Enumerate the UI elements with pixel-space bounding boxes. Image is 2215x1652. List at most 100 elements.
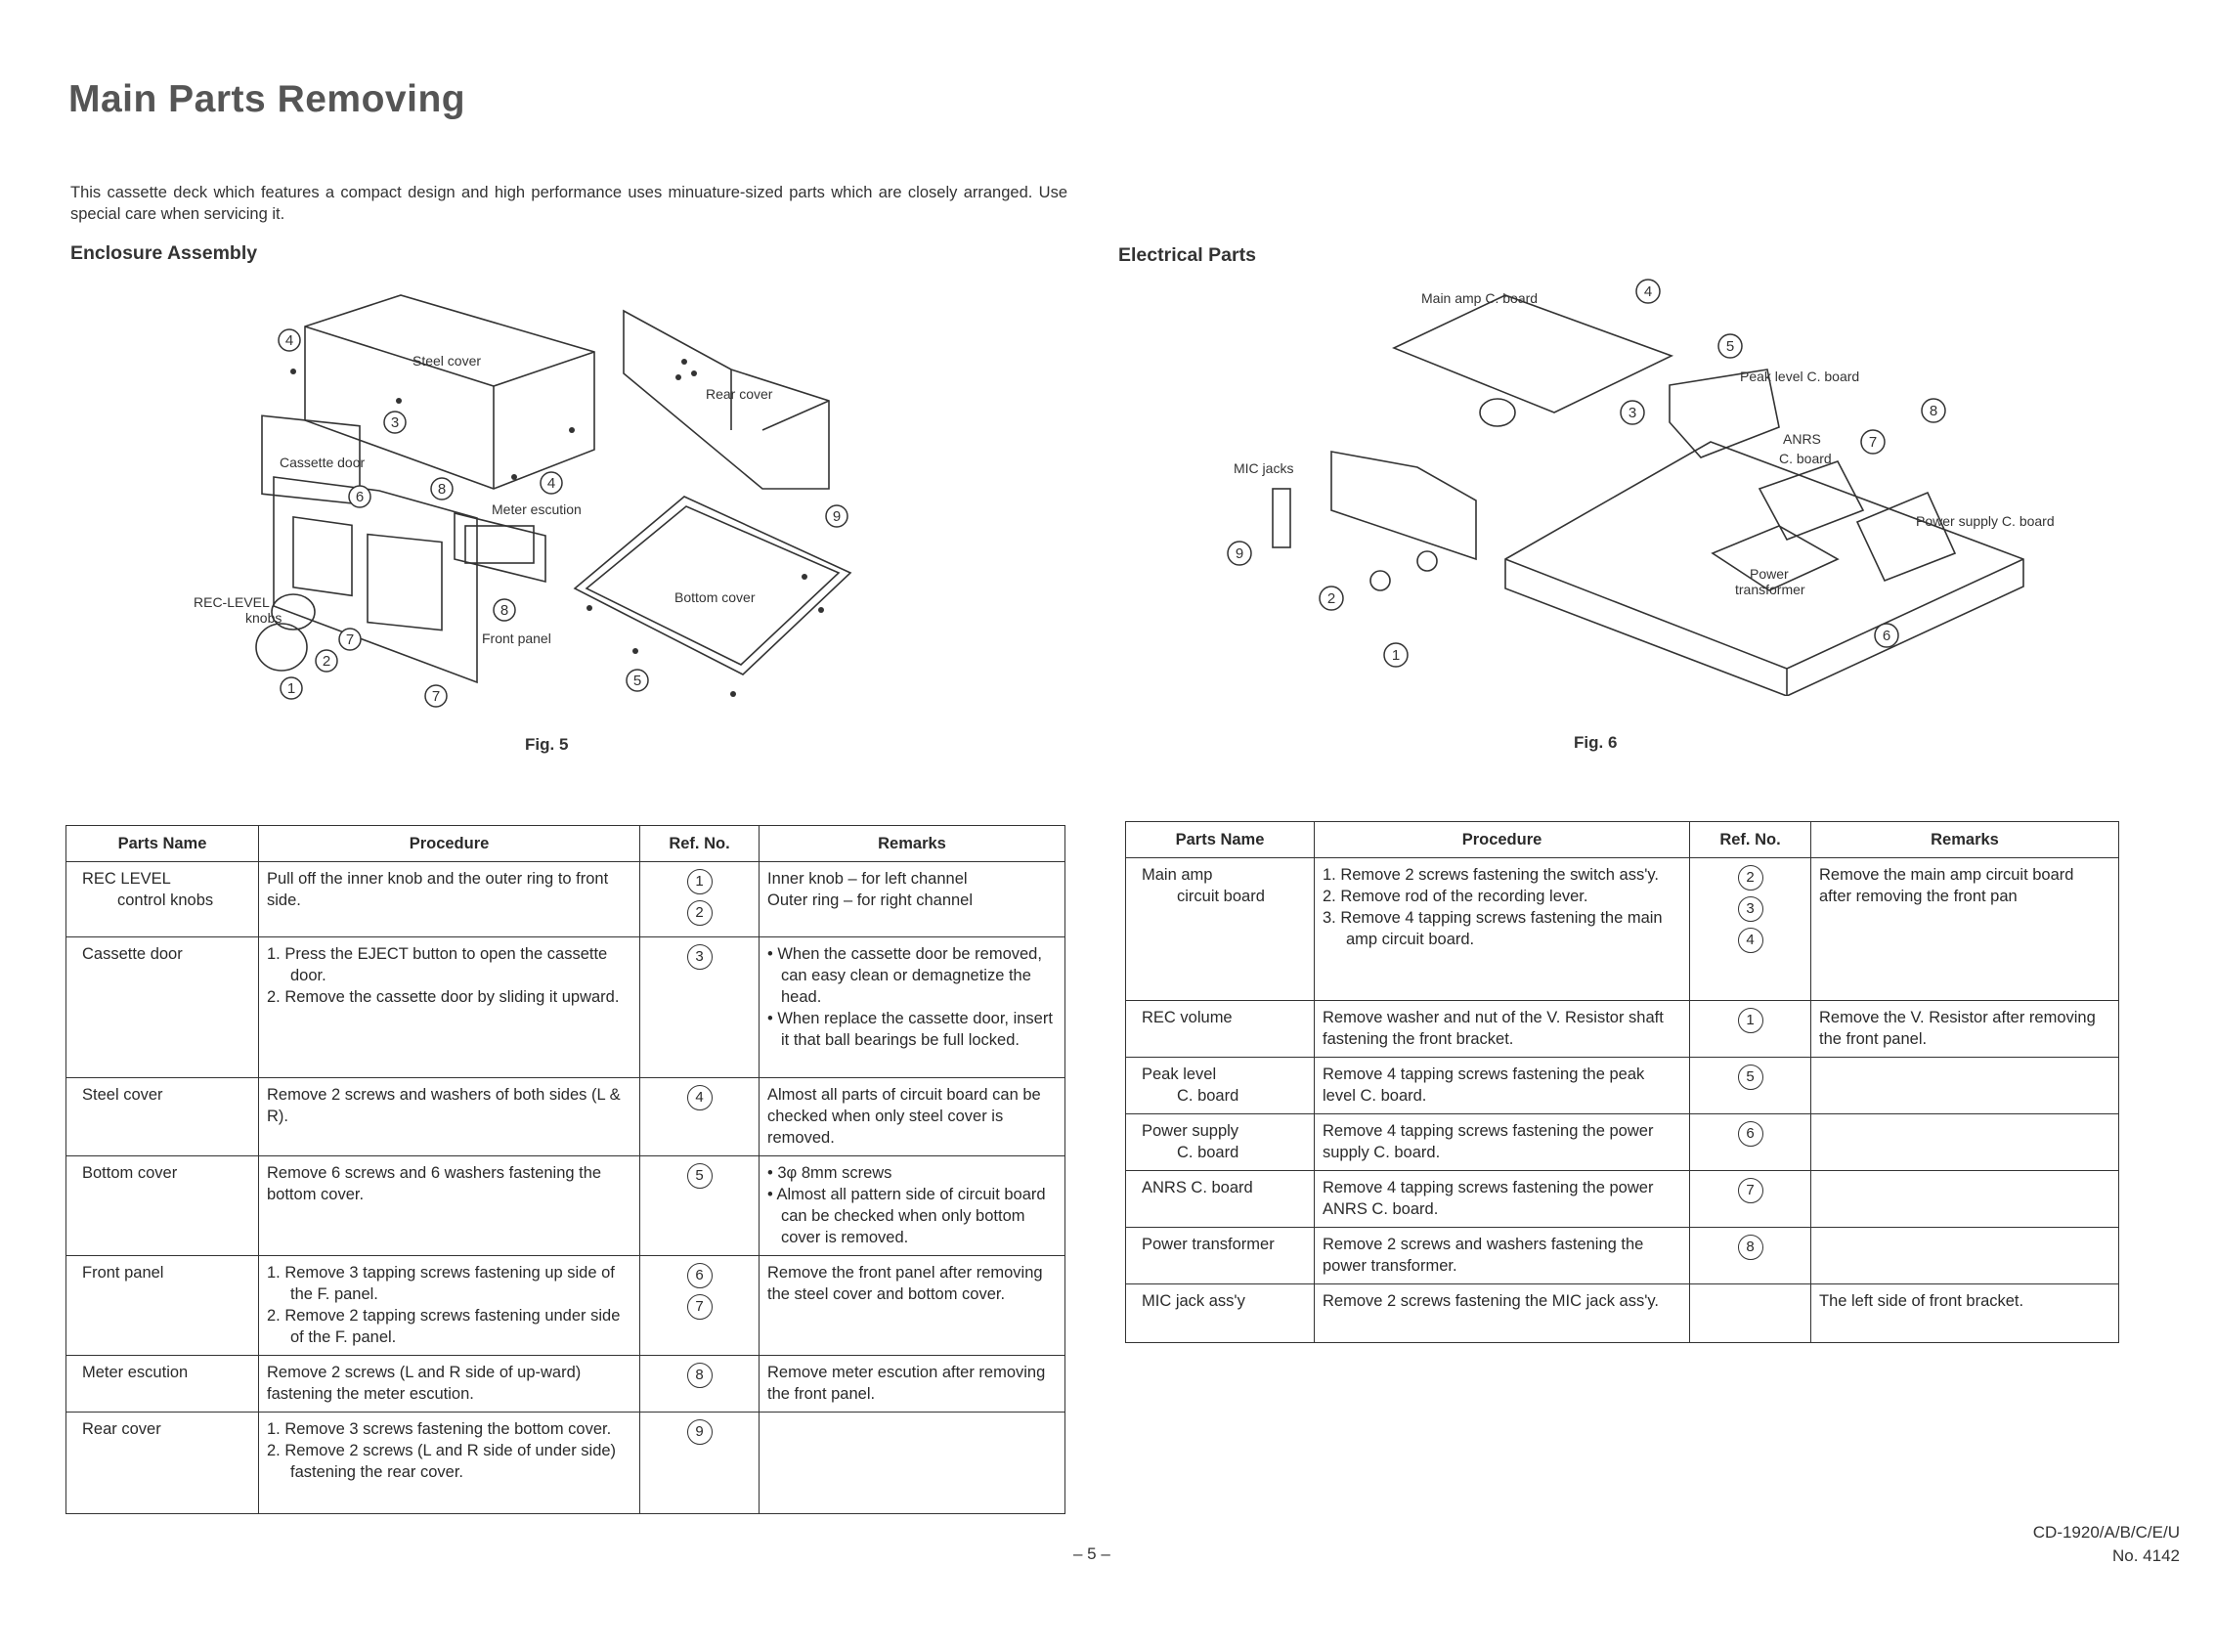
cell-remarks: • 3φ 8mm screws• Almost all pattern side… [759, 1155, 1065, 1256]
procedure-step: 1. Press the EJECT button to open the ca… [267, 945, 608, 984]
meter-escution-shape [454, 511, 546, 584]
anrs-board-shape [1758, 460, 1865, 541]
remark-line: The left side of front bracket. [1819, 1292, 2024, 1310]
callout-1: 1 [287, 680, 295, 697]
table-row: Front panel 1. Remove 3 tapping screws fa… [65, 1255, 1065, 1356]
callout-5: 5 [633, 673, 641, 689]
cell-remarks: Almost all parts of circuit board can be… [759, 1077, 1065, 1156]
ref-number-badge: 4 [1737, 928, 1763, 953]
remark-line: Remove the front panel after removing th… [767, 1264, 1043, 1303]
callout-e3: 3 [1629, 405, 1636, 421]
model-number: CD-1920/A/B/C/E/U [2032, 1523, 2180, 1542]
remark-line: Remove the V. Resistor after removing th… [1819, 1009, 2096, 1048]
chassis-shape [1504, 441, 2024, 696]
label-anrs-2: C. board [1779, 451, 1832, 466]
parts-name-line: Peak level [1142, 1065, 1217, 1083]
callout-e9: 9 [1236, 545, 1243, 562]
parts-name-line: Power transformer [1142, 1236, 1275, 1253]
table-header-row: Parts Name Procedure Ref. No. Remarks [65, 825, 1065, 862]
intro-paragraph: This cassette deck which features a comp… [70, 184, 1067, 223]
header-remarks: Remarks [759, 825, 1065, 862]
cell-remarks: Remove meter escution after removing the… [759, 1355, 1065, 1413]
cell-ref-no: 5 [639, 1155, 760, 1256]
callout-3: 3 [391, 414, 399, 431]
parts-name-line: control knobs [117, 891, 214, 909]
procedure-step: 2. Remove 2 screws (L and R side of unde… [267, 1442, 617, 1481]
cell-procedure: 1. Press the EJECT button to open the ca… [258, 936, 640, 1078]
header-ref-no: Ref. No. [1689, 821, 1811, 858]
header-parts-name: Parts Name [65, 825, 259, 862]
parts-name-line: Main amp [1142, 866, 1213, 884]
label-mic-jacks: MIC jacks [1234, 460, 1293, 476]
label-front-panel: Front panel [482, 630, 551, 646]
callout-8b: 8 [500, 602, 508, 619]
parts-name-line: Steel cover [82, 1086, 163, 1104]
electrical-heading: Electrical Parts [1118, 244, 1256, 266]
procedure-step: 2. Remove 2 tapping screws fastening und… [267, 1307, 621, 1346]
page-title: Main Parts Removing [68, 78, 466, 120]
power-transformer-shape [1711, 525, 1840, 591]
cell-ref-no: 1 [1689, 1000, 1811, 1058]
cell-procedure: Pull off the inner knob and the outer ri… [258, 861, 640, 937]
remark-line: Almost all parts of circuit board can be… [767, 1086, 1041, 1147]
rec-volume-shape [1369, 570, 1391, 591]
ref-number-badge: 7 [686, 1294, 713, 1320]
parts-name-line: Front panel [82, 1264, 164, 1282]
callout-e6: 6 [1883, 628, 1890, 644]
cell-parts-name: Power transformer [1125, 1227, 1315, 1284]
label-rec-level-2: knobs [245, 610, 282, 626]
cell-procedure: 1. Remove 3 tapping screws fastening up … [258, 1255, 640, 1356]
remark-line: Remove the main amp circuit board after … [1819, 866, 2074, 905]
callout-7b: 7 [432, 688, 440, 705]
power-supply-board-shape [1855, 491, 1957, 583]
ref-number-badge: 1 [686, 869, 713, 894]
callout-e1: 1 [1392, 647, 1400, 664]
header-parts-name: Parts Name [1125, 821, 1315, 858]
cell-parts-name: REC volume [1125, 1000, 1315, 1058]
cassette-door-shape [261, 414, 361, 505]
table-row: Steel cover Remove 2 screws and washers o… [65, 1077, 1065, 1156]
cell-parts-name: Cassette door [65, 936, 259, 1078]
procedure-step: Remove washer and nut of the V. Resistor… [1323, 1009, 1664, 1048]
bottom-cover-shape [573, 496, 852, 675]
cell-procedure: Remove 4 tapping screws fastening the pe… [1314, 1057, 1690, 1114]
cell-ref-no: 8 [1689, 1227, 1811, 1284]
header-remarks: Remarks [1810, 821, 2119, 858]
remark-line: Outer ring – for right channel [767, 891, 974, 909]
cell-ref-no: 3 [639, 936, 760, 1078]
ref-number-badge: 8 [1737, 1235, 1763, 1260]
procedure-step: Remove 4 tapping screws fastening the pe… [1323, 1065, 1645, 1105]
cell-remarks: Remove the main amp circuit board after … [1810, 857, 2119, 1001]
ref-number-badge: 6 [1737, 1121, 1763, 1147]
peak-level-board-shape [1669, 369, 1780, 458]
cell-remarks [1810, 1170, 2119, 1228]
label-power-transformer-1: Power [1750, 566, 1789, 582]
cell-procedure: Remove 2 screws and washers of both side… [258, 1077, 640, 1156]
parts-name-line: Power supply [1142, 1122, 1239, 1140]
table-row: REC LEVEL control knobs Pull off the inner… [65, 861, 1065, 937]
procedure-step: 1. Remove 2 screws fastening the switch … [1323, 866, 1659, 884]
header-procedure: Procedure [258, 825, 640, 862]
parts-name-line: Cassette door [82, 945, 183, 963]
front-bracket-shape [1330, 451, 1477, 561]
callout-8a: 8 [438, 481, 446, 498]
callout-e7: 7 [1869, 434, 1877, 451]
cell-procedure: Remove 2 screws and washers fastening th… [1314, 1227, 1690, 1284]
enclosure-parts-table: Parts Name Procedure Ref. No. Remarks RE… [65, 825, 1065, 1514]
callout-4a: 4 [285, 332, 293, 349]
enclosure-diagram: Steel cover Rear cover Cassette door Met… [194, 294, 852, 708]
ref-number-badge: 4 [686, 1085, 713, 1110]
table-row: Cassette door 1. Press the EJECT button t… [65, 936, 1065, 1078]
cell-parts-name: Rear cover [65, 1412, 259, 1514]
cell-remarks [1810, 1227, 2119, 1284]
parts-name-line: REC LEVEL [82, 870, 171, 888]
remark-line: • When replace the cassette door, insert… [767, 1010, 1053, 1049]
parts-name-line: Meter escution [82, 1364, 189, 1381]
